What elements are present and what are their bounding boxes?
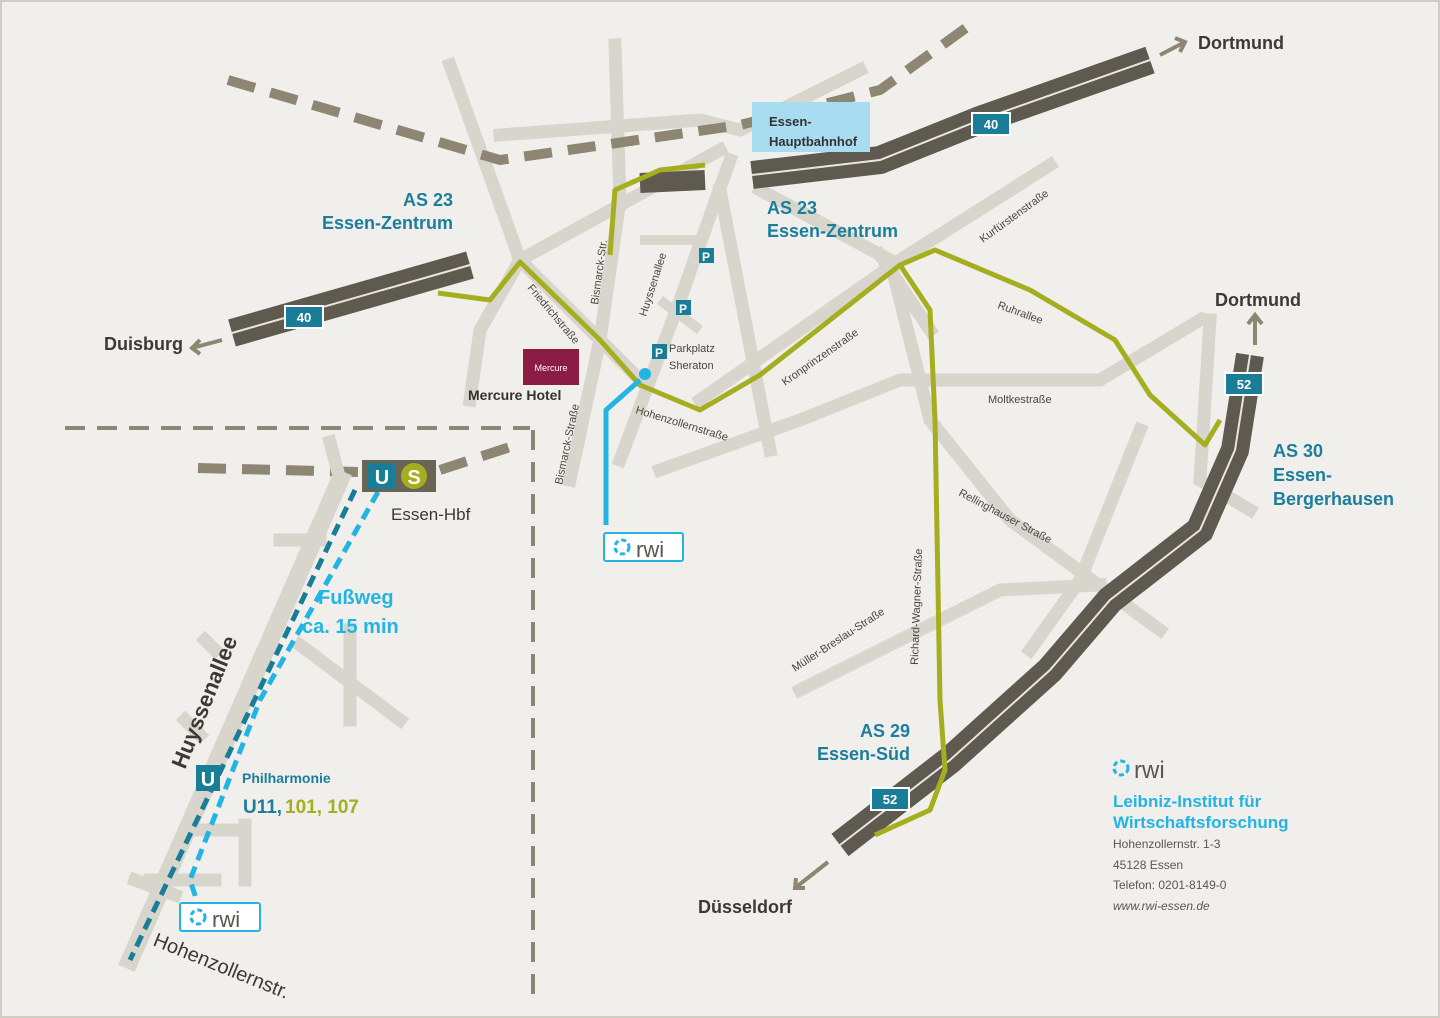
a52-shields: 52 52 xyxy=(870,372,1264,811)
parking-label: Sheraton xyxy=(669,360,714,372)
ubahn-stop-icon: U xyxy=(201,769,215,791)
sbahn-icon: S xyxy=(407,467,420,489)
svg-text:Leibniz-Institut für: Leibniz-Institut für xyxy=(1113,792,1262,811)
inset-divider xyxy=(65,426,535,995)
mercure-logo xyxy=(523,349,579,385)
line-label: U11, xyxy=(243,797,282,818)
inset-map: U S Essen-Hbf Fußweg ca. 15 min Huyssena… xyxy=(118,434,512,1004)
walk-time: ca. 15 min xyxy=(302,616,399,638)
junction-label: AS 23 xyxy=(767,198,817,218)
car-route xyxy=(437,162,1223,838)
address-block: rwi Leibniz-Institut für Wirtschaftsfors… xyxy=(1112,757,1289,913)
parking-label: Parkplatz xyxy=(669,343,715,355)
parking-icons: P P P xyxy=(652,248,714,360)
stop-label: Philharmonie xyxy=(242,770,331,786)
svg-text:P: P xyxy=(679,302,687,316)
svg-text:Rellinghauser Straße: Rellinghauser Straße xyxy=(957,487,1054,546)
street-label: Hohenzollernstr. xyxy=(150,929,292,1004)
a40-shields: 40 40 xyxy=(284,112,1011,329)
svg-text:Mercure: Mercure xyxy=(534,363,567,373)
svg-text:Richard-Wagner-Straße: Richard-Wagner-Straße xyxy=(909,548,925,665)
ubahn-icon: U xyxy=(375,467,389,489)
junction-label: AS 23 xyxy=(403,190,453,210)
junction-label: Essen-Zentrum xyxy=(767,221,898,241)
svg-text:Telefon: 0201-8149-0: Telefon: 0201-8149-0 xyxy=(1113,878,1227,892)
svg-text:52: 52 xyxy=(883,792,897,807)
walking-path xyxy=(603,378,642,525)
website-link: www.rwi-essen.de xyxy=(1113,899,1210,913)
svg-text:40: 40 xyxy=(297,310,311,325)
svg-text:rwi: rwi xyxy=(636,537,664,562)
svg-text:45128 Essen: 45128 Essen xyxy=(1113,858,1183,872)
junction-label: AS 30 xyxy=(1273,441,1323,461)
station-box xyxy=(752,102,870,152)
city-label: Duisburg xyxy=(104,334,183,354)
junction-label: Essen-Süd xyxy=(817,744,910,764)
rwi-marker: rwi xyxy=(212,907,240,932)
junction-label: Essen- xyxy=(1273,465,1332,485)
line-label: 101, 107 xyxy=(285,797,359,818)
svg-text:40: 40 xyxy=(984,117,998,132)
svg-text:52: 52 xyxy=(1237,377,1251,392)
junction-label: Essen-Zentrum xyxy=(322,213,453,233)
rwi-logo: rwi xyxy=(1134,757,1165,784)
svg-text:Moltkestraße: Moltkestraße xyxy=(988,394,1052,406)
station-label: Essen-Hbf xyxy=(391,505,471,524)
city-label: Dortmund xyxy=(1215,290,1301,310)
rwi-marker: rwi xyxy=(603,532,684,562)
svg-text:P: P xyxy=(655,346,663,360)
junction-label: AS 29 xyxy=(860,721,910,741)
svg-text:Wirtschaftsforschung: Wirtschaftsforschung xyxy=(1113,813,1289,832)
city-label: Düsseldorf xyxy=(698,897,793,917)
station-label: Hauptbahnhof xyxy=(769,134,858,149)
station-label: Essen- xyxy=(769,114,812,129)
svg-text:P: P xyxy=(702,250,710,264)
junction-label: Bergerhausen xyxy=(1273,489,1394,509)
highway-a52 xyxy=(831,352,1264,857)
svg-text:Hohenzollernstr. 1-3: Hohenzollernstr. 1-3 xyxy=(1113,837,1221,851)
svg-text:Hohenzollernstraße: Hohenzollernstraße xyxy=(634,404,729,444)
destination-dot xyxy=(639,368,651,380)
hotel-label: Mercure Hotel xyxy=(468,387,561,403)
direction-arrows xyxy=(188,36,1264,890)
railway-line xyxy=(226,20,973,166)
svg-text:Ruhrallee: Ruhrallee xyxy=(996,300,1044,327)
highway-a40 xyxy=(228,46,1155,347)
walk-label: Fußweg xyxy=(318,587,394,609)
city-label: Dortmund xyxy=(1198,33,1284,53)
